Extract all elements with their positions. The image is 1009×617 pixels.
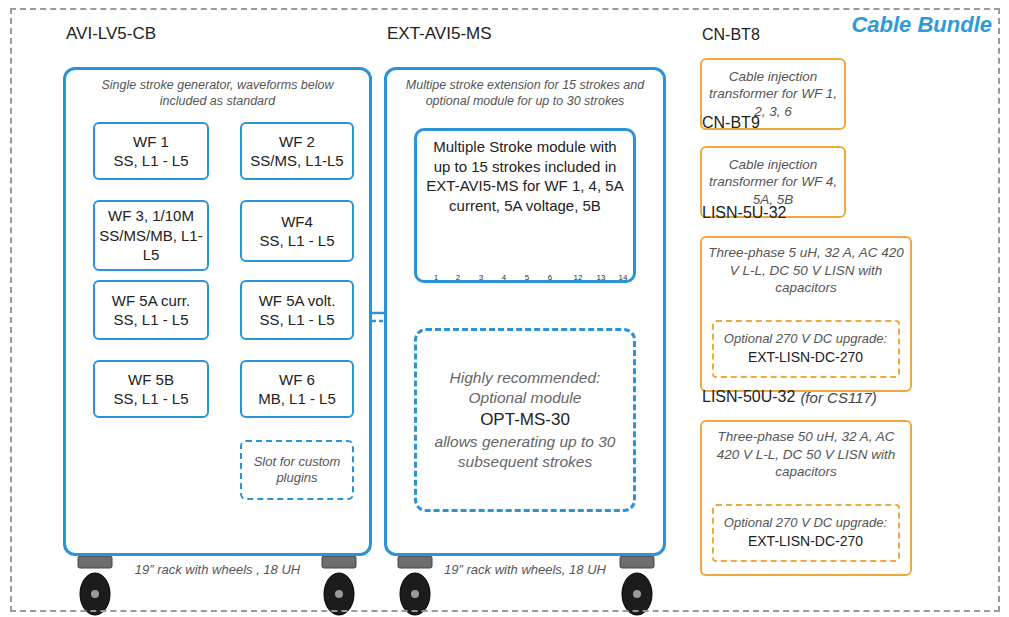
odb-text: EXT-LISN-DC-270 — [748, 532, 863, 550]
rhead-text: AVI-LV5-CB — [66, 24, 156, 44]
wf-text: SS/MS/MB, L1-L5 — [99, 226, 203, 265]
wf-text: WF4 — [281, 212, 313, 232]
stroke-number: 3 — [479, 273, 483, 282]
stroke-number: 12 — [574, 273, 583, 282]
wf-text: WF 5A volt. — [259, 291, 336, 311]
bundle-box: Cable BundleAVI-LV5-CBSingle stroke gene… — [10, 8, 1000, 612]
stroke-number: 6 — [548, 273, 552, 282]
stroke-number: 14 — [619, 273, 628, 282]
wf-text: SS/MS, L1-L5 — [250, 151, 343, 171]
optm-text: OPT-MS-30 — [480, 408, 570, 432]
sub-text: Single stroke generator, waveforms below… — [66, 70, 369, 109]
opt-box: Highly recommended: Optional moduleOPT-M… — [414, 328, 636, 512]
lisn-box: LISN-5U-32Three-phase 5 uH, 32 A, AC 420… — [700, 236, 912, 392]
wf-text: WF 3, 1/10M — [108, 206, 194, 226]
wf-box: WF 1SS, L1 - L5 — [93, 122, 209, 180]
wf-text: WF 1 — [133, 132, 169, 152]
stroke-number: 1 — [434, 273, 438, 282]
stroke-number: 4 — [502, 273, 506, 282]
wf-box: WF 6MB, L1 - L5 — [240, 360, 354, 418]
wf-box: WF4SS, L1 - L5 — [240, 200, 354, 262]
stroke-number: 5 — [525, 273, 529, 282]
wf-text: WF 6 — [279, 370, 315, 390]
wf-text: MB, L1 - L5 — [258, 389, 336, 409]
wf-box: WF 3, 1/10MSS/MS/MB, L1-L5 — [93, 200, 209, 271]
ohead-text: CN-BT8 — [702, 26, 760, 44]
stroke-number: 13 — [597, 273, 606, 282]
oda-text: Optional 270 V DC upgrade: — [724, 331, 887, 347]
slot-text: Slot for custom plugins — [246, 454, 348, 487]
wf-text: WF 5A curr. — [112, 291, 190, 311]
wf-text: SS, L1 - L5 — [259, 310, 334, 330]
wf-box: WF 5A curr.SS, L1 - L5 — [93, 280, 209, 340]
wf-text: SS, L1 - L5 — [113, 151, 188, 171]
opti-text: allows generating up to 30 subsequent st… — [425, 432, 625, 472]
ms-text: Multiple Stroke module with up to 15 str… — [423, 137, 627, 215]
wf-text: WF 5B — [128, 370, 174, 390]
wheel-hub — [91, 590, 641, 598]
ohead-text: CN-BT9 — [702, 114, 760, 132]
foot-text: 19” rack with wheels, 18 UH — [387, 562, 663, 577]
wf-box: WF 5A volt.SS, L1 - L5 — [240, 280, 354, 340]
wf-text: SS, L1 - L5 — [113, 310, 188, 330]
wf-text: SS, L1 - L5 — [259, 231, 334, 251]
ms-box: Multiple Stroke module with up to 15 str… — [414, 128, 636, 283]
rack-wheel — [80, 573, 652, 615]
rhead-text: EXT-AVI5-MS — [387, 24, 492, 44]
ohead-text: LISN-5U-32 — [702, 204, 786, 222]
odb-text: EXT-LISN-DC-270 — [748, 348, 863, 366]
bundle-text: Cable Bundle — [851, 12, 992, 38]
oda-text: Optional 270 V DC upgrade: — [724, 515, 887, 531]
wf-text: WF 2 — [279, 132, 315, 152]
ohead-text: LISN-50U-32 — [702, 388, 795, 406]
rack-link — [372, 312, 384, 315]
odash-box: Optional 270 V DC upgrade:EXT-LISN-DC-27… — [712, 320, 900, 378]
lisn-box: LISN-50U-32(for CS117)Three-phase 50 uH,… — [700, 420, 912, 576]
rack-link — [372, 320, 384, 323]
opti-text: Highly recommended: Optional module — [425, 368, 625, 408]
rack-box: EXT-AVI5-MSMultipe stroke extension for … — [384, 67, 666, 556]
wf-box: WF 5BSS, L1 - L5 — [93, 360, 209, 418]
ob-text: Cable injection transformer for WF 4, 5A… — [708, 156, 838, 209]
sub-text: Multipe stroke extension for 15 strokes … — [387, 70, 663, 109]
rack-box: AVI-LV5-CBSingle stroke generator, wavef… — [63, 67, 372, 556]
wf-box: WF 2SS/MS, L1-L5 — [240, 122, 354, 180]
ob-text: Three-phase 5 uH, 32 A, AC 420 V L-L, DC… — [708, 244, 904, 297]
ob-text: Three-phase 50 uH, 32 A, AC 420 V L-L, D… — [708, 428, 904, 481]
odash-box: Optional 270 V DC upgrade:EXT-LISN-DC-27… — [712, 504, 900, 562]
oheadi-text: (for CS117) — [800, 389, 876, 406]
ob-text: Cable injection transformer for WF 1, 2,… — [708, 68, 838, 121]
wf-text: SS, L1 - L5 — [113, 389, 188, 409]
slot-box: Slot for custom plugins — [240, 440, 354, 500]
stroke-number: 2 — [456, 273, 460, 282]
foot-text: 19” rack with wheels , 18 UH — [66, 562, 369, 577]
